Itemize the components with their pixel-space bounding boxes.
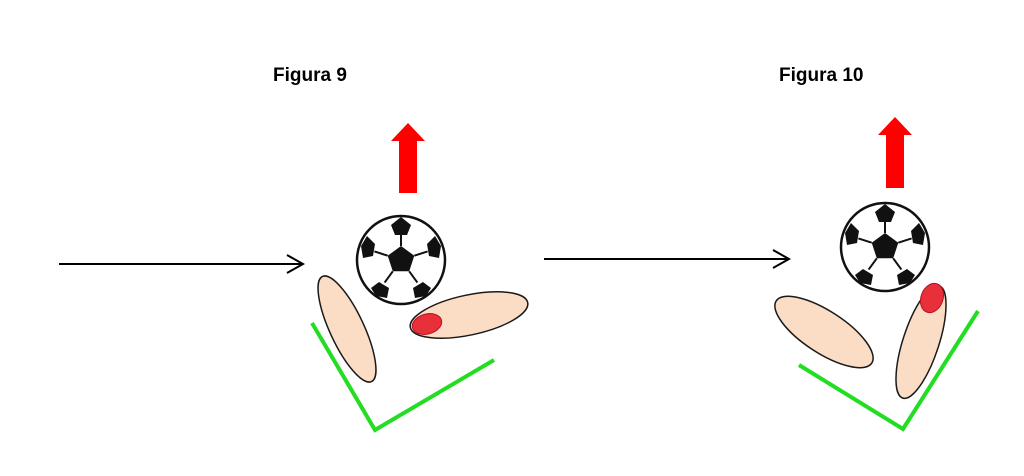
guide-line [310,321,496,433]
figure-9-title: Figura 9 [273,65,347,86]
up-arrow-icon [391,123,425,193]
soccer-ball-icon [355,214,447,306]
fingertip [411,313,443,335]
right-arrow-icon [59,254,306,274]
up-arrow-icon [878,117,912,188]
guide-line [797,309,980,432]
figure-9 [59,123,529,433]
figure-10 [544,117,980,432]
right-arrow-icon [544,249,792,269]
figure-10-title: Figura 10 [779,65,864,86]
left-hand [317,275,377,383]
soccer-ball-icon [839,201,931,293]
fingertip [919,282,945,314]
left-hand [774,295,874,369]
